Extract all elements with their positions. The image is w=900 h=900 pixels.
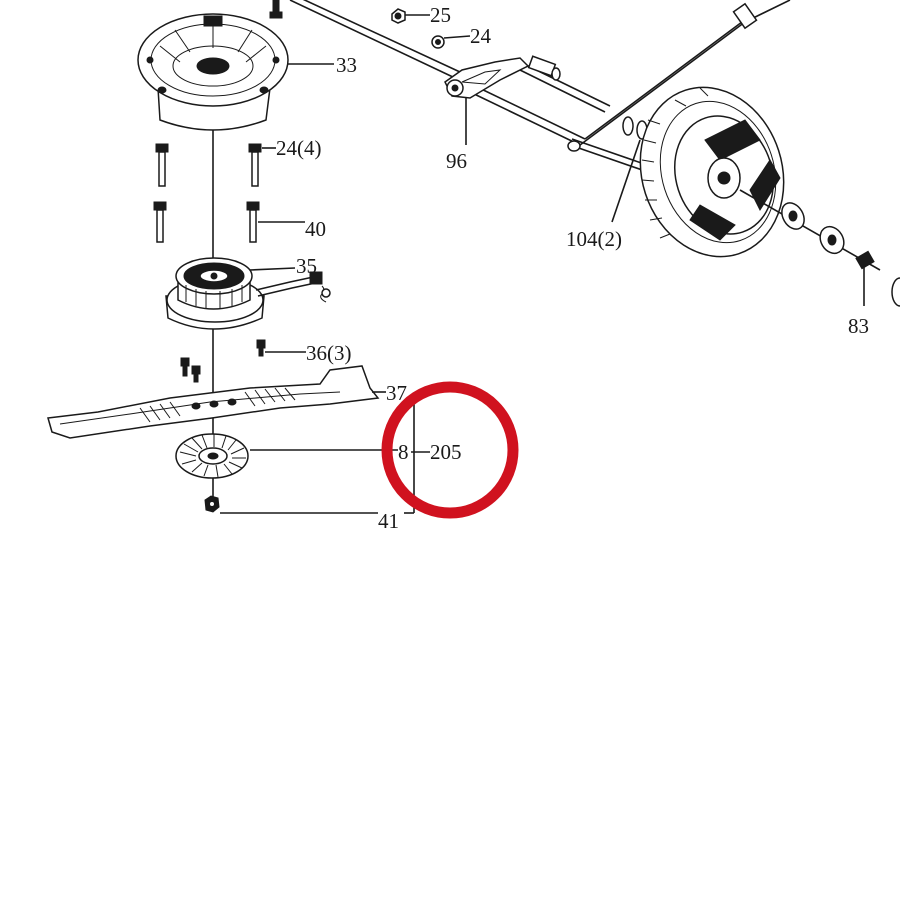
motor-part-35 xyxy=(165,257,331,330)
nut-part-25 xyxy=(391,8,406,24)
label-33: 33 xyxy=(336,53,357,77)
wheel-bolt-assembly xyxy=(739,189,900,307)
leader-24 xyxy=(443,35,471,39)
label-104-2: 104(2) xyxy=(566,227,622,251)
label-35: 35 xyxy=(296,254,317,278)
leader-35 xyxy=(249,267,296,271)
handle-frame xyxy=(289,0,791,146)
label-36-3: 36(3) xyxy=(306,341,352,365)
screws-part-36 xyxy=(180,339,266,383)
label-96: 96 xyxy=(446,149,467,173)
rear-wheel xyxy=(639,86,785,258)
screws-part-24 xyxy=(155,143,262,187)
blade-part-37 xyxy=(47,365,380,439)
screws-part-40 xyxy=(153,201,260,243)
label-37: 37 xyxy=(386,381,407,405)
top-screw xyxy=(269,0,283,19)
label-40: 40 xyxy=(305,217,326,241)
washer-part-24 xyxy=(431,35,445,49)
blade-nut-part-41 xyxy=(204,495,220,513)
label-41: 41 xyxy=(378,509,399,533)
label-83: 83 xyxy=(848,314,869,338)
label-24-4: 24(4) xyxy=(276,136,322,160)
fan-adaptor-part-8 xyxy=(175,433,249,479)
leader-104 xyxy=(611,139,641,223)
label-25: 25 xyxy=(430,3,451,27)
bracket-part-96 xyxy=(444,55,561,99)
motor-housing-part-33 xyxy=(137,13,289,131)
label-205: 205 xyxy=(430,440,462,464)
label-24: 24 xyxy=(470,24,492,48)
label-8: 8 xyxy=(398,440,409,464)
highlight-circle xyxy=(381,381,519,519)
